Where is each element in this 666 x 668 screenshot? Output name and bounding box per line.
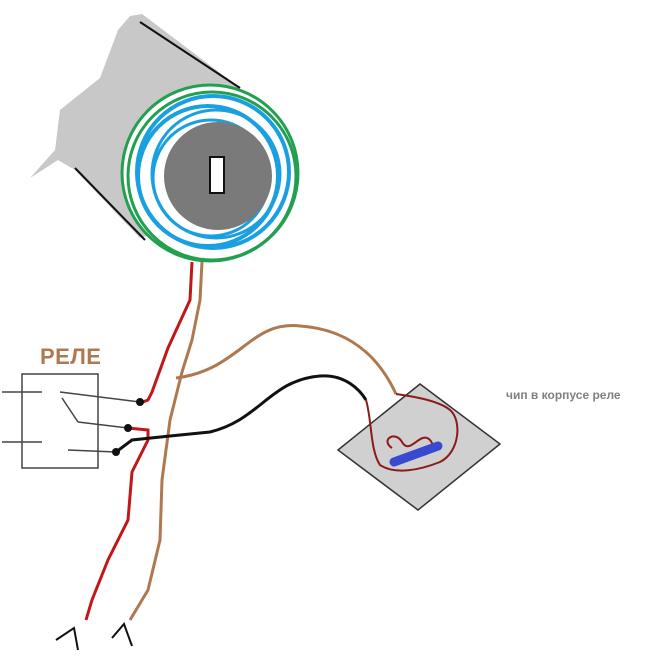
terminal-left-icon [55, 626, 79, 651]
chip-caption: чип в корпусе реле [506, 388, 621, 402]
terminal-right-icon [111, 622, 133, 647]
relay-switch-lever [61, 397, 79, 423]
wire-brown [128, 261, 204, 621]
relay-contact-dot-2 [124, 424, 132, 432]
relay-contact-line-bottom-right [67, 449, 117, 453]
relay-box [21, 373, 99, 469]
terminals [55, 622, 133, 651]
wire-red [84, 261, 194, 621]
relay-contact-dot-1 [136, 398, 144, 406]
relay-contact-line-mid [77, 421, 129, 429]
coil-outer-ring-2 [126, 90, 298, 262]
cylinder-edge-top [139, 21, 241, 89]
cylinder-edge-bottom [74, 167, 146, 241]
wire-black [115, 374, 368, 454]
chip-module [336, 383, 502, 511]
chip-bar [389, 441, 443, 467]
relay [2, 373, 144, 469]
relay-contact-line-right-top [59, 391, 141, 403]
relay-contact-dot-3 [112, 448, 120, 456]
coil-winding-2 [136, 104, 280, 248]
chip-body [336, 383, 502, 511]
coil [120, 83, 300, 263]
relay-label: РЕЛЕ [40, 344, 102, 369]
wire-brown-branch [175, 324, 398, 395]
key-slot [209, 156, 225, 194]
